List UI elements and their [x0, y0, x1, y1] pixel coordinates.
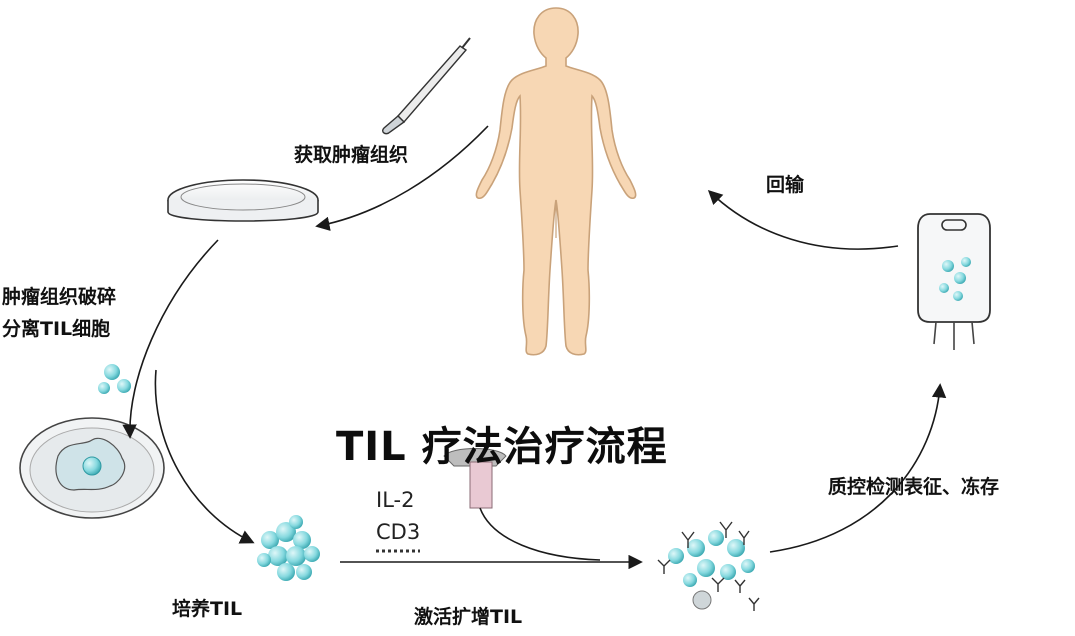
label-activate: 激活扩增TIL [414, 606, 523, 628]
arrow-harvest [315, 125, 489, 231]
activated-cells-icon [657, 521, 760, 611]
label-qc: 质控检测表征、冻存 [828, 476, 1000, 498]
label-harvest: 获取肿瘤组织 [294, 144, 409, 166]
human-body-icon [475, 7, 637, 356]
cell-cluster-icon [257, 515, 320, 581]
reagent-il2: IL-2 [376, 488, 415, 512]
arrow-antibody [479, 507, 601, 561]
arrow-reinfuse [707, 190, 899, 250]
flow-arrows [122, 125, 947, 570]
infusion-bag-icon [917, 213, 991, 350]
diagram-title: TIL 疗法治疗流程 [336, 424, 668, 470]
arrow-disrupt [122, 239, 219, 439]
label-disrupt-line1: 肿瘤组织破碎 [2, 286, 117, 308]
label-culture: 培养TIL [172, 598, 243, 620]
label-disrupt-line2: 分离TIL细胞 [2, 318, 111, 340]
scalpel-icon [381, 37, 471, 135]
free-til-cells-icon [98, 364, 131, 394]
reagent-cd3: CD3 [376, 520, 421, 544]
antibody-icon [443, 448, 507, 509]
label-reinfuse: 回输 [766, 174, 805, 196]
arrow-culture [154, 369, 255, 544]
arrow-qc [769, 383, 947, 553]
petri-dish-icon [167, 179, 319, 222]
culture-dish-icon [19, 417, 165, 519]
